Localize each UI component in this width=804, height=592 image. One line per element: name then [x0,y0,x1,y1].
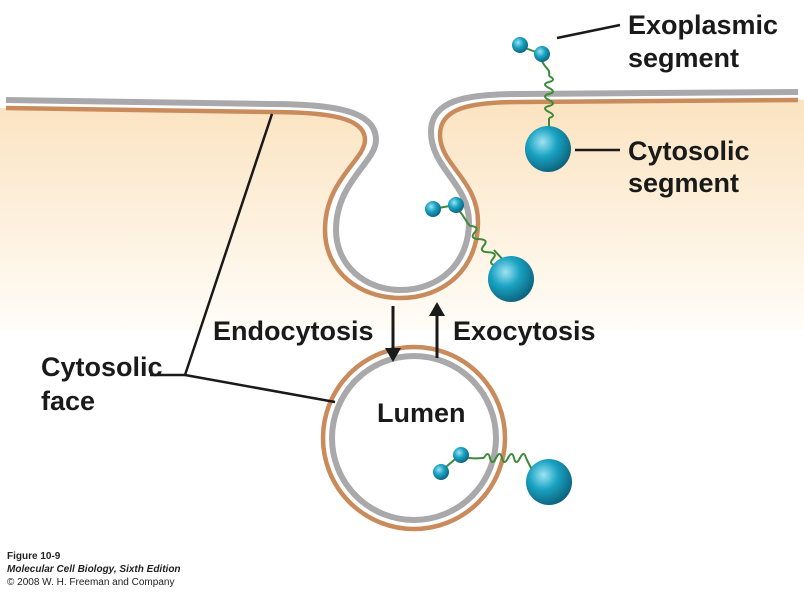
plasma-membrane-outer-leaflet [5,89,799,294]
endocytosis-label: Endocytosis [213,316,374,346]
membrane-protein-vesicle [433,447,572,505]
cytosolic-segment-label-line2: segment [628,168,739,198]
figure-number: Figure 10-9 [7,551,61,562]
membrane-protein-invagination [425,197,534,302]
vesicle-inner-leaflet [329,353,499,523]
figure-caption: Figure 10-9 Molecular Cell Biology, Sixt… [7,550,181,589]
cytosolic-face-label-line2: face [41,386,95,416]
lumen-label: Lumen [377,398,466,428]
cytosolic-face-label-line1: Cytosolic [41,352,163,382]
plasma-membrane-inner-leaflet [5,97,799,301]
endocytosis-arrow [385,306,401,362]
cytosolic-segment-label-line1: Cytosolic [628,136,750,166]
cytosol-region [0,100,804,330]
exoplasmic-leader-line [556,23,621,40]
vesicle-outer-leaflet [320,344,508,532]
copyright: © 2008 W. H. Freeman and Company [7,577,175,588]
book-title: Molecular Cell Biology, Sixth Edition [7,564,181,575]
exoplasmic-label-line2: segment [628,43,739,73]
exoplasmic-label-line1: Exoplasmic [628,10,778,40]
cytosolic-face-leader-line-2 [184,373,336,404]
membrane-protein-surface [512,37,571,172]
exocytosis-arrow [429,302,445,358]
exocytosis-label: Exocytosis [453,316,596,346]
